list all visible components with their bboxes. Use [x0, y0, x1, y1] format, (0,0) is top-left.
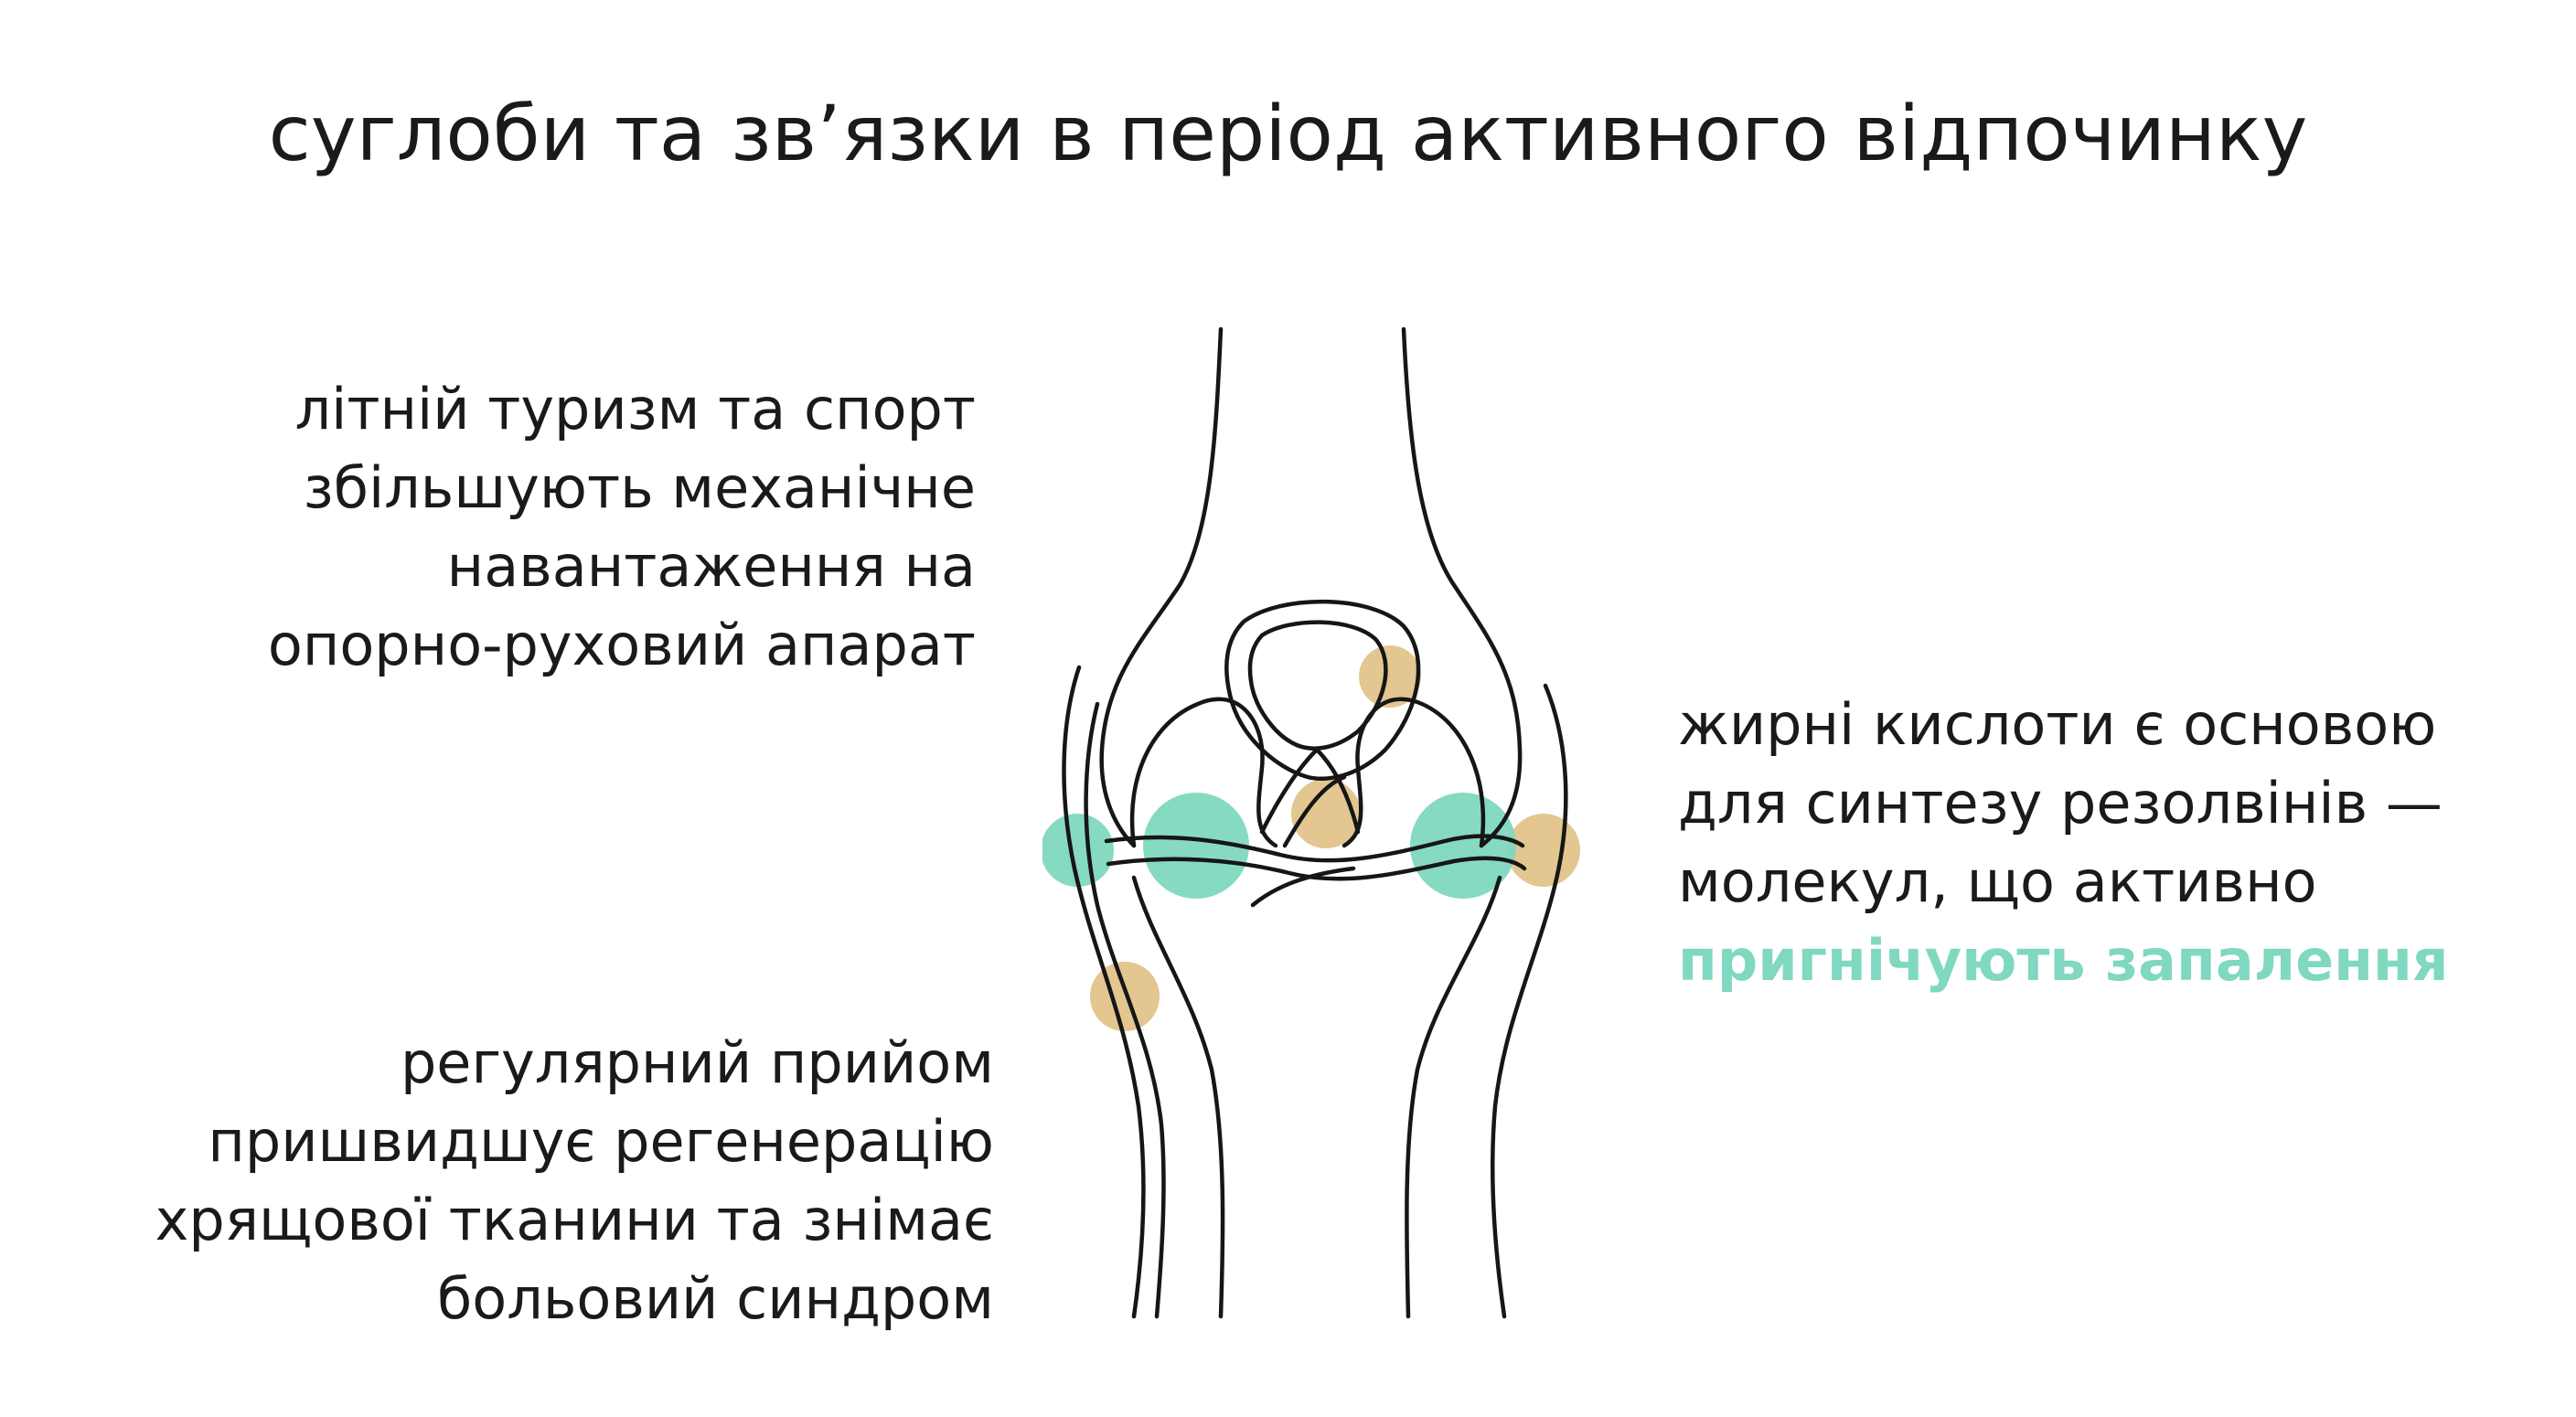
gold-accent-circle [1507, 814, 1580, 887]
gold-accent-circle [1090, 962, 1160, 1031]
medial-ligament [1490, 683, 1568, 1319]
text-line: навантаження на [446, 533, 976, 600]
knee-joint-illustration [1042, 326, 1580, 1319]
cruciate-ligament [1259, 747, 1361, 835]
fibula-outline [1084, 701, 1166, 1319]
text-block-sport-load: літній туризм та спорт збільшують механі… [268, 370, 976, 685]
patella-inner [1247, 620, 1388, 751]
text-line: больовий синдром [437, 1265, 994, 1332]
green-accent-circle [1410, 793, 1516, 899]
text-line: літній туризм та спорт [294, 376, 976, 442]
text-line: хрящової тканини та знімає [155, 1187, 994, 1253]
text-block-regeneration: регулярний прийом пришвидшує регенерацію… [155, 1024, 994, 1338]
green-accent-circle [1143, 793, 1249, 899]
green-accent-circle [1042, 814, 1114, 887]
tibia-outline-right [1405, 875, 1502, 1319]
highlight-text: пригнічують запалення [1678, 927, 2449, 994]
condyle-right [1341, 697, 1486, 848]
gold-accent-circle [1359, 645, 1421, 708]
tibia-outline-left [1131, 875, 1225, 1319]
text-line: молекул, що активно [1678, 848, 2317, 915]
text-line: жирні кислоти є основою [1678, 691, 2437, 758]
text-block-fatty-acids: жирні кислоти є основою для синтезу резо… [1678, 686, 2449, 1000]
femur-outline-left [1099, 326, 1224, 848]
meniscus-lower [1106, 856, 1527, 881]
text-line: для синтезу резолвінів — [1678, 770, 2442, 836]
text-line: опорно-руховий апарат [267, 612, 976, 678]
patella-outline [1224, 599, 1421, 781]
text-line: регулярний прийом [400, 1029, 994, 1096]
ligament-strand [1250, 866, 1356, 908]
meniscus-upper [1104, 834, 1525, 863]
femur-outline-right [1401, 326, 1523, 848]
text-line: пришвидшує регенерацію [208, 1108, 994, 1175]
page-title: суглоби та зв’язки в період активного ві… [268, 89, 2308, 178]
gold-accent-circle [1291, 779, 1361, 848]
lateral-ligament [1062, 665, 1146, 1319]
cruciate-ligament-inner [1282, 774, 1347, 848]
text-line: збільшують механічне [303, 454, 976, 521]
